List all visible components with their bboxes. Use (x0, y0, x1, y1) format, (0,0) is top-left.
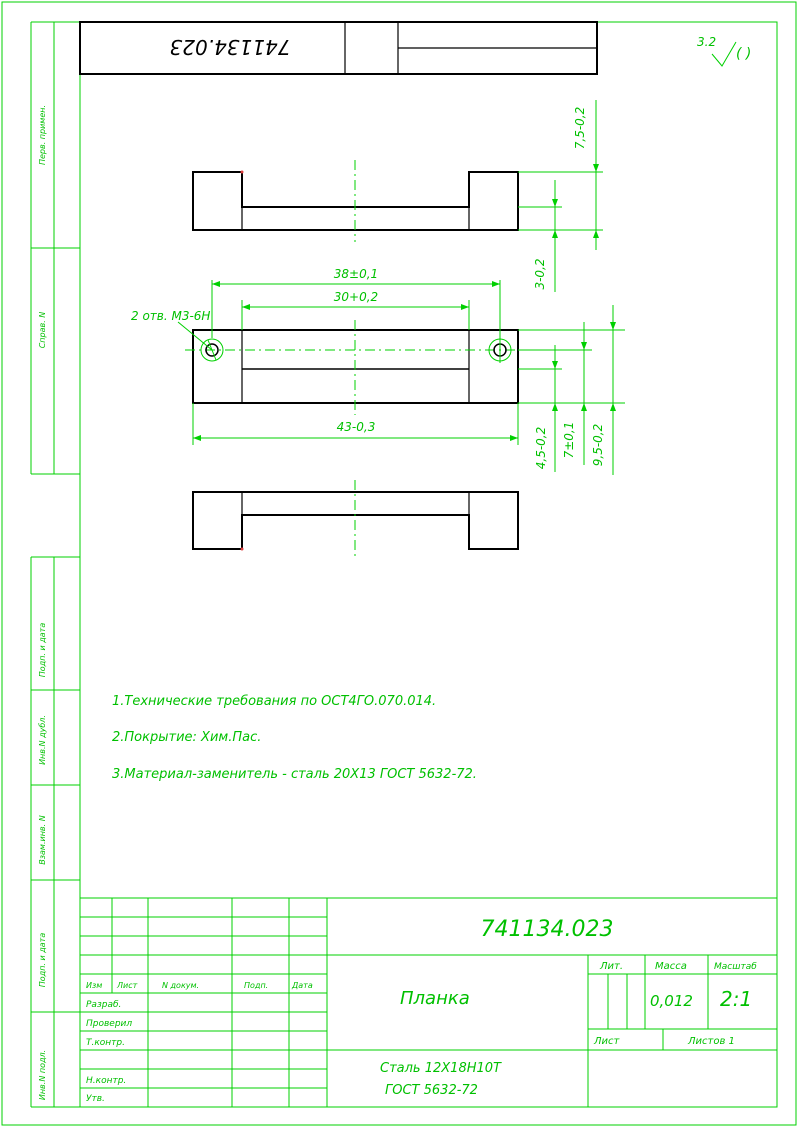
dim-4-5: 4,5-0,2 (534, 427, 548, 470)
col-header-change: Изм (86, 981, 102, 990)
role-norm-control: Н.контр. (86, 1076, 126, 1086)
bottom-view (192, 480, 519, 560)
scale-label: Масштаб (714, 962, 757, 972)
role-tech-control: Т.контр. (86, 1038, 125, 1048)
sheet-label: Лист (593, 1036, 621, 1047)
title-material-1: Сталь 12Х18Н10Т (380, 1061, 502, 1076)
title-block: Изм Лист N докум. Подп. Дата Разраб. Про… (80, 897, 777, 1107)
title-material-2: ГОСТ 5632-72 (385, 1083, 478, 1098)
left-side-strip: Перв. примен. Справ. N Подп. и дата Инв.… (30, 21, 80, 1108)
role-developer: Разраб. (86, 1000, 121, 1010)
scale-value: 2:1 (720, 987, 752, 1011)
roughness-value: 3.2 (697, 35, 716, 49)
top-view-dimensions: 7,5-0,2 3-0,2 (518, 100, 603, 292)
roughness-symbol: ( ) (736, 46, 751, 62)
side-label-first-use: Перв. примен. (38, 105, 47, 165)
dim-7-5: 7,5-0,2 (573, 107, 587, 150)
role-checker: Проверил (86, 1019, 132, 1029)
top-stamp: 741134.023 (79, 21, 598, 75)
title-part-name: Планка (400, 988, 470, 1009)
dim-30: 30+0,2 (334, 290, 378, 304)
side-label-sign-date-upper: Подп. и дата (38, 623, 47, 678)
mass-value: 0,012 (650, 992, 693, 1010)
technical-notes: 1.Технические требования по ОСТ4ГО.070.0… (112, 694, 477, 782)
dim-3: 3-0,2 (533, 258, 547, 289)
role-approved: Утв. (86, 1094, 105, 1104)
lit-label: Лит. (599, 961, 623, 972)
mass-label: Масса (655, 961, 687, 972)
front-view (185, 320, 527, 415)
side-label-dup-inv: Инв.N дубл. (38, 715, 47, 765)
side-label-sign-date-lower: Подп. и дата (38, 933, 47, 988)
dim-9-5: 9,5-0,2 (591, 424, 605, 467)
col-header-sign: Подп. (244, 981, 268, 990)
roughness-mark: 3.2 ( ) (697, 35, 751, 67)
col-header-sheet: Лист (116, 981, 138, 990)
top-stamp-code: 741134.023 (170, 35, 291, 59)
dim-38: 38±0,1 (334, 267, 378, 281)
title-doc-code: 741134.023 (481, 917, 614, 942)
front-view-dimensions: 38±0,1 30+0,2 43-0,3 2 отв. М3-6Н 4,5-0,… (131, 267, 625, 475)
top-view (192, 160, 519, 242)
note-1: 1.Технические требования по ОСТ4ГО.070.0… (112, 694, 436, 709)
main-frame (79, 21, 778, 1108)
dim-43: 43-0,3 (337, 420, 376, 434)
col-header-doc-no: N докум. (162, 981, 199, 990)
hole-note: 2 отв. М3-6Н (131, 309, 210, 323)
side-label-orig-inv: Инв.N подл. (38, 1050, 47, 1100)
note-2: 2.Покрытие: Хим.Пас. (112, 730, 261, 745)
side-label-replace-inv: Взам.инв. N (38, 815, 47, 864)
dim-7: 7±0,1 (562, 422, 576, 459)
sheets-label: Листов 1 (687, 1036, 735, 1047)
side-label-reference: Справ. N (38, 312, 47, 349)
col-header-date: Дата (291, 981, 313, 990)
note-3: 3.Материал-заменитель - сталь 20Х13 ГОСТ… (112, 767, 477, 782)
